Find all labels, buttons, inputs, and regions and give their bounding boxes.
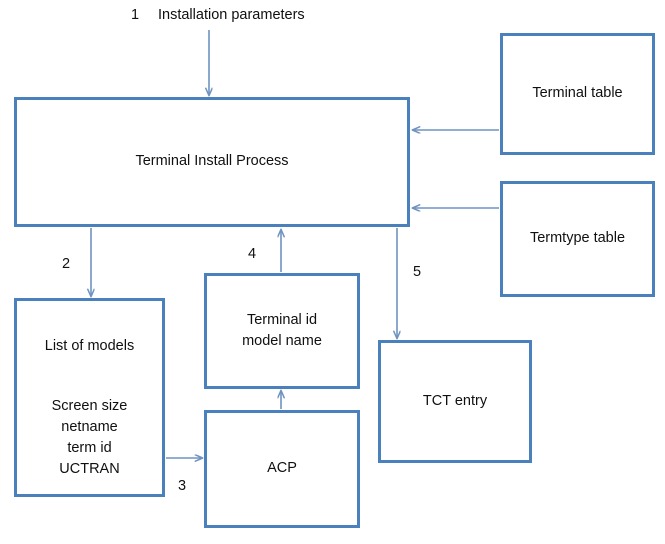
node-label: ACP bbox=[267, 460, 297, 477]
node-label-body: Screen size netname term id UCTRAN bbox=[51, 397, 128, 478]
node-terminal-install-process[interactable]: Terminal Install Process bbox=[14, 97, 410, 227]
connector-label-3: 3 bbox=[178, 478, 187, 494]
connector-label-5: 5 bbox=[413, 264, 422, 280]
node-label: Terminal id model name bbox=[242, 311, 322, 349]
node-list-of-models[interactable]: List of models Screen size netname term … bbox=[14, 298, 165, 497]
node-termtype-table[interactable]: Termtype table bbox=[500, 181, 655, 297]
node-tct-entry[interactable]: TCT entry bbox=[378, 340, 532, 463]
node-label: TCT entry bbox=[422, 392, 488, 409]
connector-label-1: 1 bbox=[131, 7, 140, 23]
node-label-group: List of models Screen size netname term … bbox=[17, 315, 162, 480]
node-label: Terminal Install Process bbox=[135, 153, 289, 170]
installation-parameters-label: Installation parameters bbox=[158, 7, 305, 23]
node-terminal-id-model-name[interactable]: Terminal id model name bbox=[204, 273, 360, 389]
node-label-title: List of models bbox=[44, 337, 135, 354]
node-label: Termtype table bbox=[529, 230, 626, 247]
node-terminal-table[interactable]: Terminal table bbox=[500, 33, 655, 155]
connector-label-4: 4 bbox=[248, 246, 257, 262]
connector-label-2: 2 bbox=[62, 256, 71, 272]
node-label: Terminal table bbox=[532, 85, 623, 102]
node-acp[interactable]: ACP bbox=[204, 410, 360, 528]
